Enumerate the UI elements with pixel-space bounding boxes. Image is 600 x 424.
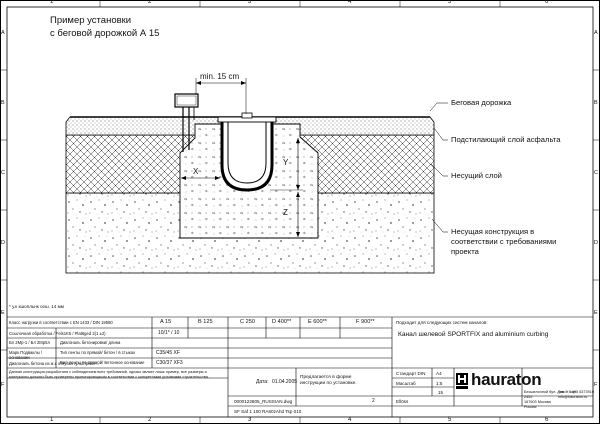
sheet-value: 15 (438, 390, 444, 395)
contact-phone: Тел. +7 495 6373910 (558, 390, 594, 394)
class-d400: D 400** (272, 319, 292, 325)
frame-col-2-bottom: 2 (148, 417, 152, 423)
footnote: * у.к кшопльнк сеш. 14 мм (9, 304, 64, 309)
frame-row-b-right: B (594, 100, 598, 106)
frame-row-e: E (1, 310, 5, 316)
frame-col-1: 1 (50, 0, 54, 5)
dimension-min-15cm: min. 15 cm (200, 72, 240, 81)
frame-col-3-bottom: 3 (248, 417, 252, 423)
value-concrete-1: C35/45 XF (156, 350, 180, 356)
note-center-2: инструкции по установке. (300, 381, 357, 386)
scale-value: 1:5 (436, 381, 443, 386)
hauraton-logo: hauraton (471, 370, 542, 389)
callout-bearing-structure-1: Несущая конструкция в (451, 227, 535, 236)
frame-row-a: A (1, 30, 5, 36)
note-center-1: Предлагается в форме (300, 375, 352, 380)
edge-curbing (174, 93, 199, 108)
value-concrete-2: C30/37 XF3 (156, 360, 183, 366)
base-label: Марк.Подваклы / основании (9, 350, 43, 360)
class-b125: B 125 (198, 319, 213, 325)
frame-row-c-right: C (594, 170, 598, 176)
note-tape-type: Тип ленты по прямой/ бетон / в стыках (60, 350, 136, 355)
drainage-channel (220, 121, 274, 192)
bottom-code: SF Saf 1 100 RA60zAhd Tsp 010 (234, 409, 302, 414)
standard-label: Стандарт DIN (396, 371, 426, 376)
drawing-title-line2: с беговой дорожкой А 15 (50, 28, 160, 39)
address-line-1: Бесшелочной бул. дом 6, кор (524, 390, 576, 394)
frame-col-6-bottom: 6 (545, 417, 549, 423)
product-name: Канал шелевой SPORTFIX and aluminium cur… (398, 331, 549, 338)
frame-col-3: 3 (248, 0, 252, 5)
disclaimer-text: Данная конструкция разработана с соблюде… (9, 370, 209, 379)
channel-slot (241, 112, 253, 119)
class-a15: A 15 (160, 319, 172, 325)
address-line-3: 167603 Москва (524, 400, 551, 404)
file-name: 0000122805_RUSSIAN.dwg (234, 399, 293, 404)
class-c250: C 250 (240, 319, 255, 325)
frame-col-2: 2 (148, 0, 152, 5)
frame-col-5: 5 (448, 0, 452, 5)
frame-row-f: F (1, 382, 5, 388)
frame-row-d: D (1, 240, 5, 246)
sheet-label: Ellöss (396, 399, 409, 404)
frame-row-c: C (1, 170, 5, 176)
concrete-diagonal-label: Диагональ бетона из ж.х отпуска гульстри… (9, 361, 99, 366)
load-class-label: Класс нагрузки в соответствии с EN 1433 … (9, 320, 113, 325)
frame-col-4: 4 (348, 0, 352, 5)
callout-bearing-structure-2: соответствии с требованиями (451, 237, 557, 246)
callout-leaders (429, 102, 448, 233)
frame-row-f-right: F (594, 382, 598, 388)
date-value: 01.04.2005 (272, 379, 298, 385)
concrete-class-label: Бл 2Мр-1 / Бл 2Мр5л (9, 340, 50, 345)
dimension-y-label: Y (283, 158, 289, 167)
scale-label: Масштаб (396, 381, 416, 386)
date-label: Дата: (256, 379, 269, 385)
callout-running-track: Беговая дорожка (451, 98, 512, 107)
dimension-x-label: X (193, 167, 199, 176)
frame-row-b: B (1, 100, 5, 106)
standard-value: A4 (436, 371, 442, 376)
callout-base-course: Несущий слой (451, 171, 502, 180)
revision: 2 (372, 398, 375, 404)
drawing-title-line1: Пример установки (50, 15, 132, 26)
callout-asphalt-underlay: Подстилающий слой асфальта (451, 135, 561, 144)
frame-row-a-right: A (594, 30, 598, 36)
address-line-4: Россия (524, 405, 537, 409)
title-block-grid (7, 316, 593, 417)
reference-processing-label: Ссылочная обработка / Fels1K5 / Plat6ged… (9, 331, 106, 336)
contact-email: info@hauraton.ru (558, 395, 588, 399)
drainage-channel-inner (227, 121, 267, 184)
dimension-z-label: Z (283, 208, 288, 217)
value-a15: 10/1* / 10 (158, 330, 180, 336)
frame-row-e-right: E (594, 310, 598, 316)
note-tape-base: Вил ленты по прямой/ Бетонное основание (60, 360, 145, 365)
hauraton-logo-mark (456, 373, 468, 389)
callout-bearing-structure-3: проекта (451, 247, 479, 256)
frame-col-4-bottom: 4 (348, 417, 352, 423)
frame-col-1-bottom: 1 (50, 417, 54, 423)
class-f900: F 900** (356, 319, 375, 325)
frame-row-d-right: D (594, 240, 598, 246)
frame-col-5-bottom: 5 (448, 417, 452, 423)
note-diagonal: Диагональ бетонировки/ длина (60, 340, 121, 345)
compatible-systems-label: Подходит для следующих систем каналов: (396, 320, 488, 325)
class-e600: E 600** (308, 319, 327, 325)
frame-col-6: 6 (545, 0, 549, 5)
address-line-2: 2452 (524, 395, 533, 399)
